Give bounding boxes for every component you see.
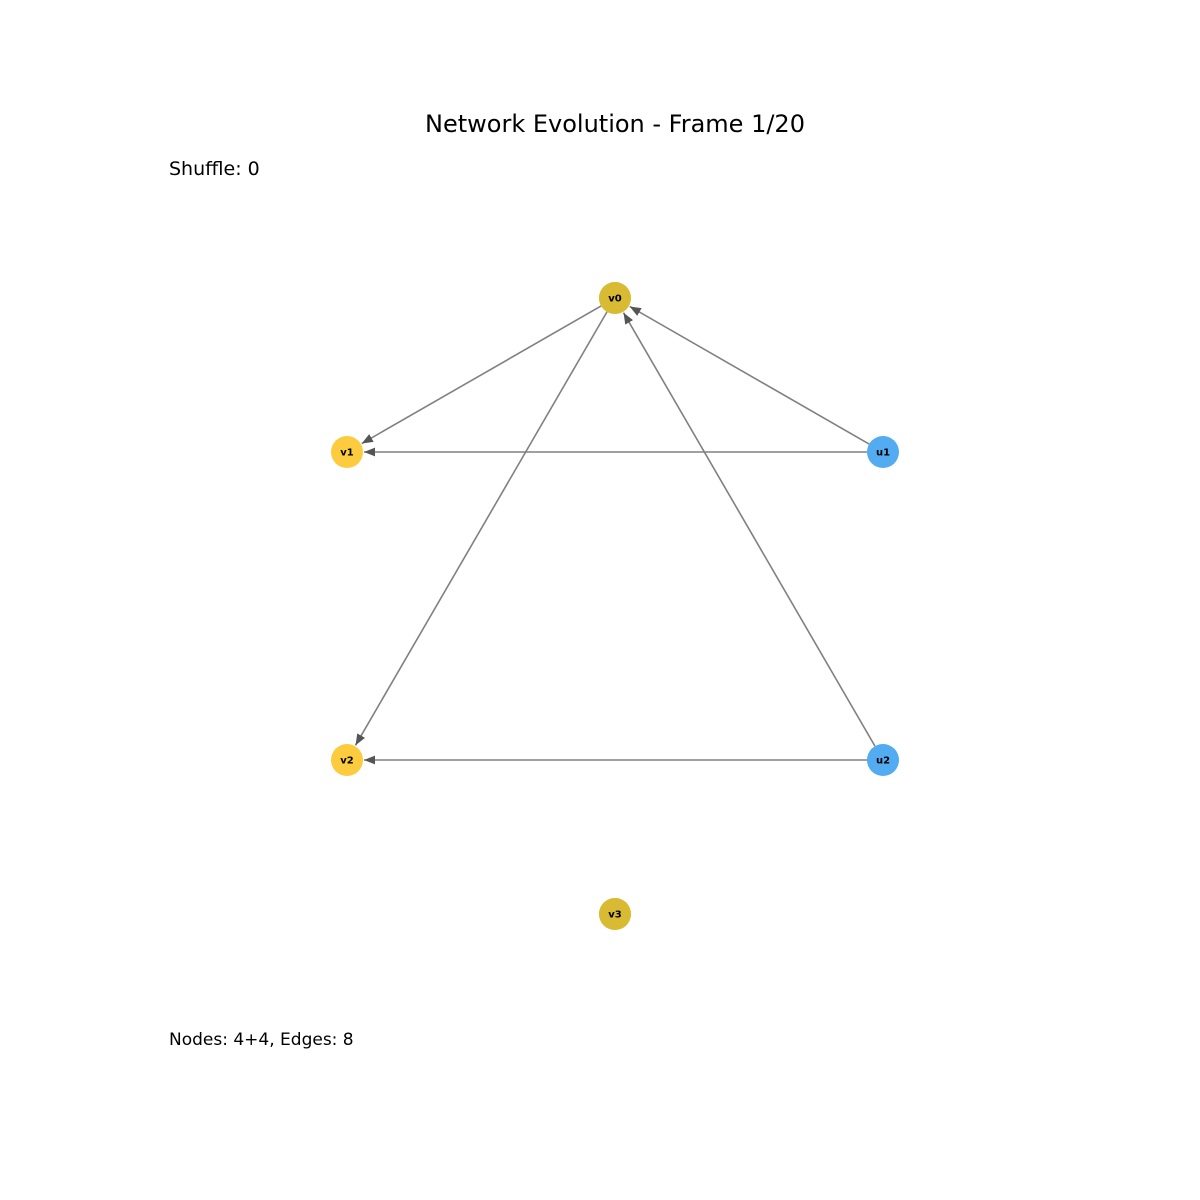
edge-u1-u0 [629, 305, 870, 445]
node-label-u2: u2 [876, 756, 890, 767]
nodes-layer: u0v0v1u1v2u2u3v3 [331, 282, 899, 930]
node-label-v3: v3 [608, 910, 622, 921]
node-circle-v2 [331, 744, 363, 776]
node-label-v1: v1 [340, 448, 354, 459]
node-v0: v0 [599, 282, 631, 314]
node-circle-v1 [331, 436, 363, 468]
edge-u0-v2 [354, 311, 608, 746]
node-circle-u1 [867, 436, 899, 468]
shuffle-label: Shuffle: 0 [169, 158, 260, 180]
edge-u0-v1 [361, 305, 602, 445]
node-circle-u2 [867, 744, 899, 776]
node-v3: v3 [599, 898, 631, 930]
node-label-v2: v2 [340, 756, 354, 767]
node-u2: u2 [867, 744, 899, 776]
graph-stats: Nodes: 4+4, Edges: 8 [169, 1030, 354, 1050]
node-circle-v3 [599, 898, 631, 930]
node-circle-v0 [599, 282, 631, 314]
chart-title: Network Evolution - Frame 1/20 [425, 110, 805, 138]
node-u1: u1 [867, 436, 899, 468]
edges-layer [354, 305, 876, 765]
node-label-v0: v0 [608, 294, 622, 305]
edge-u2-u0 [622, 312, 876, 747]
node-label-u1: u1 [876, 448, 890, 459]
node-v2: v2 [331, 744, 363, 776]
node-v1: v1 [331, 436, 363, 468]
